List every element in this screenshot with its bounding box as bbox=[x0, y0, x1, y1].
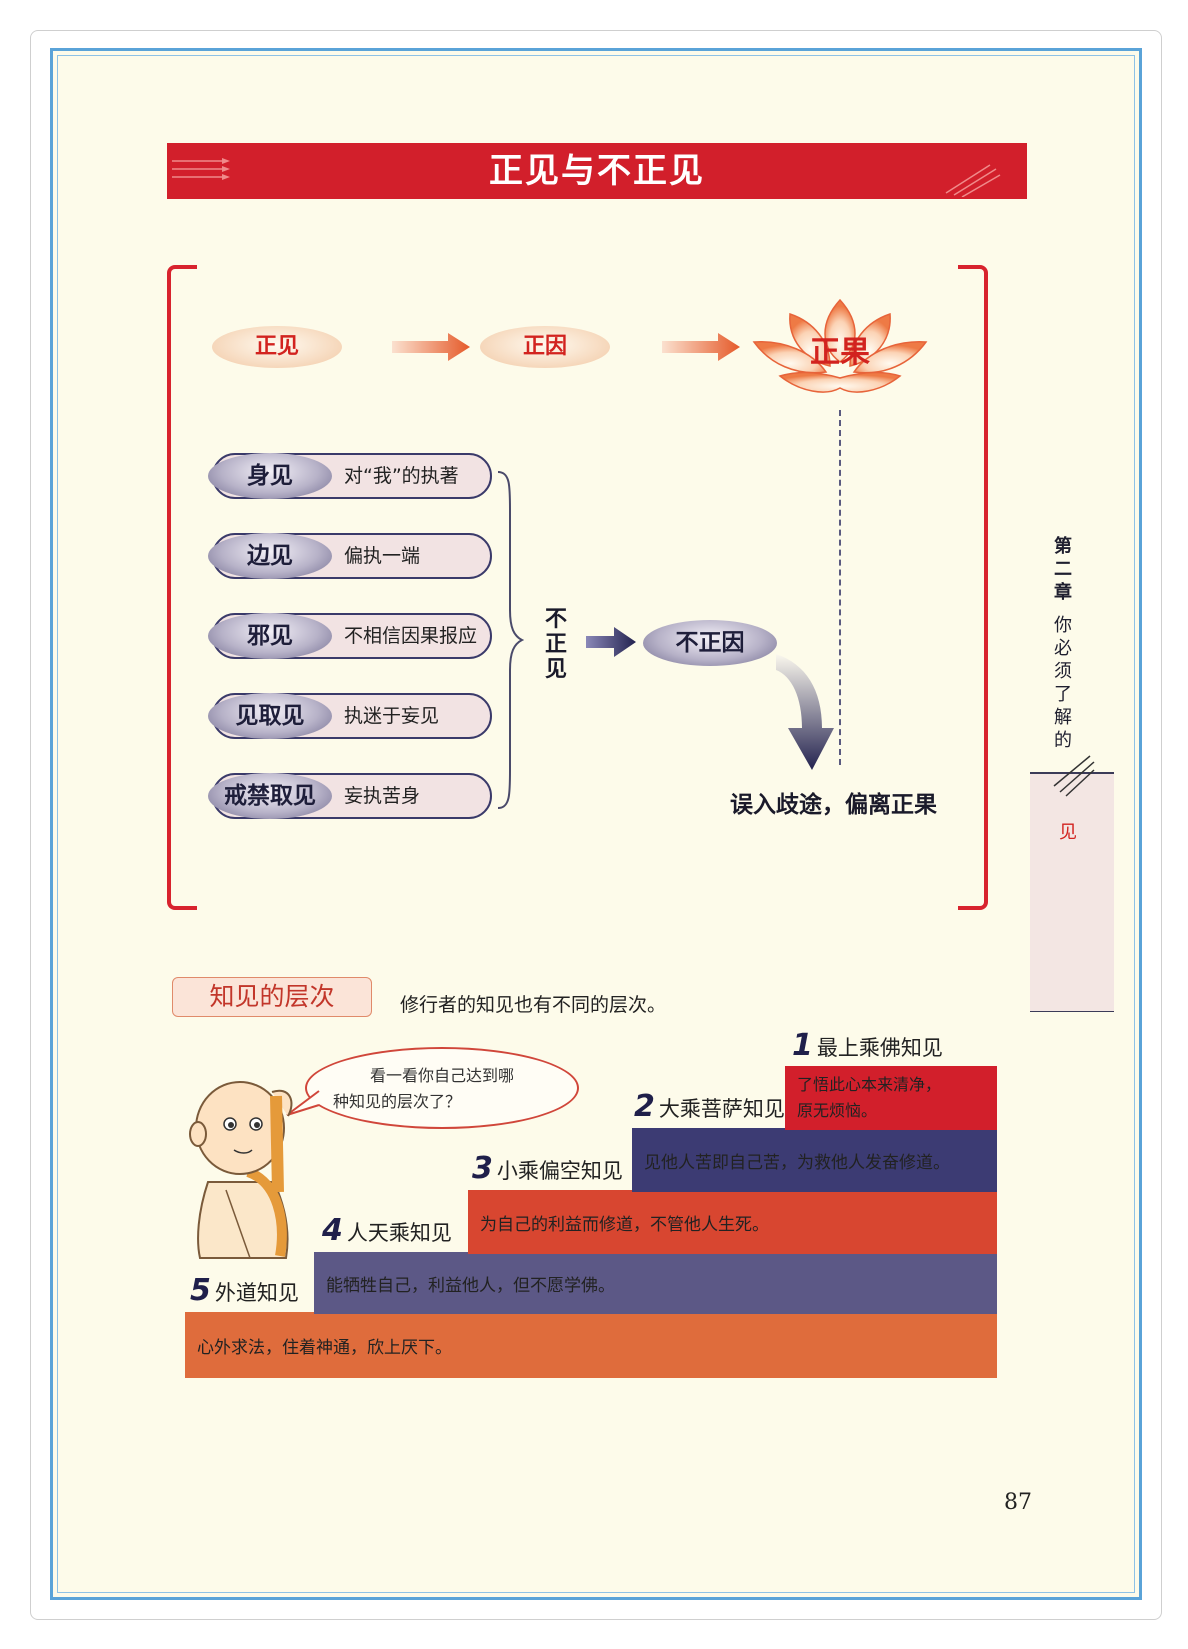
curved-arrow-down-icon bbox=[776, 654, 834, 770]
page-title: 正见与不正见 bbox=[489, 151, 705, 191]
group-label-wrong-view: 不正见 bbox=[544, 607, 567, 682]
wrong-view-desc: 偏执一端 bbox=[344, 545, 421, 567]
chapter-label: 第二章 你必须了解的 bbox=[1050, 535, 1076, 752]
arrow-right-icon bbox=[392, 333, 470, 361]
level-bar-1: 了悟此心本来清净， 原无烦恼。 bbox=[785, 1066, 997, 1130]
level-name: 小乘偏空知见 bbox=[496, 1159, 623, 1183]
monk-illustration bbox=[189, 1081, 293, 1259]
level-bar-2: 见他人苦即自己苦，为救他人发奋修道。 bbox=[632, 1128, 997, 1192]
wrong-view-desc: 对“我”的执著 bbox=[344, 465, 459, 487]
bracket-left bbox=[167, 265, 197, 910]
chapter-subtitle: 你必须了解的 bbox=[1054, 615, 1072, 751]
arrow-right-icon bbox=[662, 333, 740, 361]
lotus-icon bbox=[752, 298, 928, 393]
speech-bubble: 看一看你自己达到哪 种知见的层次了？ bbox=[305, 1047, 579, 1129]
title-bar bbox=[167, 143, 1027, 199]
wrong-cause: 不正因 bbox=[643, 620, 777, 666]
level-desc: 了悟此心本来清净， bbox=[797, 1075, 942, 1094]
speech-tail bbox=[286, 1090, 320, 1116]
dashed-connector bbox=[839, 410, 841, 765]
wrong-view-desc: 妄执苦身 bbox=[344, 785, 421, 807]
chapter-tab-label: 见 bbox=[1059, 822, 1077, 843]
levels-section-tag: 知见的层次 bbox=[172, 977, 372, 1017]
arrow-right-icon bbox=[586, 627, 636, 657]
level-name: 大乘菩萨知见 bbox=[658, 1097, 785, 1121]
wrong-view-name: 见取见 bbox=[208, 693, 332, 739]
level-number: 1 bbox=[792, 1028, 813, 1063]
levels-section-desc: 修行者的知见也有不同的层次。 bbox=[400, 994, 667, 1016]
bracket-right bbox=[958, 265, 988, 910]
arrows-down-left-icon bbox=[1053, 755, 1095, 797]
speech-line: 种知见的层次了？ bbox=[333, 1092, 462, 1111]
arrows-right-icon bbox=[945, 164, 1001, 197]
level-number: 5 bbox=[190, 1273, 211, 1308]
wrong-view-desc: 不相信因果报应 bbox=[344, 625, 478, 647]
wrong-view-name: 身见 bbox=[208, 453, 332, 499]
level-desc: 原无烦恼。 bbox=[797, 1101, 878, 1120]
level-bar-3: 为自己的利益而修道，不管他人生死。 bbox=[468, 1190, 997, 1254]
wrong-view-desc: 执迷于妄见 bbox=[344, 705, 440, 727]
wrong-view-name: 边见 bbox=[208, 533, 332, 579]
level-number: 3 bbox=[472, 1151, 493, 1186]
level-name: 外道知见 bbox=[214, 1281, 299, 1305]
level-number: 2 bbox=[634, 1089, 655, 1124]
level-name: 最上乘佛知见 bbox=[816, 1036, 943, 1060]
speech-line: 看一看你自己达到哪 bbox=[369, 1066, 514, 1085]
result-text: 误入歧途，偏离正果 bbox=[730, 792, 937, 818]
chapter-number: 第二章 bbox=[1054, 536, 1072, 603]
level-number: 4 bbox=[322, 1213, 343, 1248]
wrong-view-name: 戒禁取见 bbox=[208, 773, 332, 819]
flow-right-view: 正见 bbox=[212, 326, 342, 368]
level-name: 人天乘知见 bbox=[346, 1221, 452, 1245]
page-number: 87 bbox=[1004, 1490, 1032, 1515]
flow-right-cause: 正因 bbox=[480, 326, 610, 368]
arrows-left-icon bbox=[172, 158, 230, 180]
level-bar-5: 心外求法，住着神通，欣上厌下。 bbox=[185, 1312, 997, 1378]
chapter-tab bbox=[1030, 772, 1114, 1012]
curly-brace-icon bbox=[497, 471, 524, 809]
flow-right-fruit: 正果 bbox=[810, 335, 870, 370]
wrong-view-name: 邪见 bbox=[208, 613, 332, 659]
level-bar-4: 能牺牲自己，利益他人，但不愿学佛。 bbox=[314, 1252, 997, 1314]
